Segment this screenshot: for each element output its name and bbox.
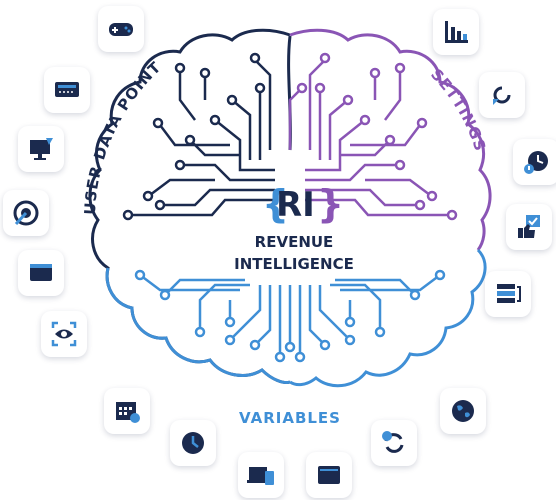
left-circuit-nodes <box>122 52 266 221</box>
target-icon[interactable] <box>3 190 49 236</box>
brain-bottom-outline <box>289 248 487 388</box>
right-circuits <box>288 59 450 217</box>
clock-alert-icon[interactable] <box>513 139 556 185</box>
keyboard-icon[interactable] <box>44 67 90 113</box>
devices-icon[interactable] <box>238 452 284 498</box>
brain-bottom-left-outline <box>105 267 291 384</box>
stacked-layers-icon[interactable] <box>485 271 531 317</box>
refresh-icon[interactable] <box>479 72 525 118</box>
label-variables: VARIABLES <box>239 409 341 427</box>
right-circuit-nodes <box>296 52 458 221</box>
globe-icon[interactable] <box>440 388 486 434</box>
window-icon[interactable] <box>18 250 64 296</box>
thumbs-up-checklist-icon[interactable] <box>506 204 552 250</box>
bottom-circuits <box>139 274 441 355</box>
title-line-2: INTELLIGENCE <box>234 255 354 273</box>
browser-window-icon[interactable] <box>306 452 352 498</box>
bar-chart-icon[interactable] <box>433 9 479 55</box>
clock-icon[interactable] <box>170 420 216 466</box>
logo-brace-left: { <box>262 182 289 226</box>
calendar-icon[interactable] <box>104 388 150 434</box>
left-circuits <box>130 59 275 217</box>
title-line-1: REVENUE <box>255 233 334 251</box>
eye-scan-icon[interactable] <box>41 311 87 357</box>
monitor-icon[interactable] <box>18 126 64 172</box>
bottom-circuit-nodes <box>134 269 446 363</box>
logo-letters: RI <box>276 185 315 225</box>
sync-icon[interactable] <box>371 420 417 466</box>
logo-brace-right: } <box>317 182 344 226</box>
brain-right-outline <box>289 28 492 251</box>
gamepad-icon[interactable] <box>98 6 144 52</box>
